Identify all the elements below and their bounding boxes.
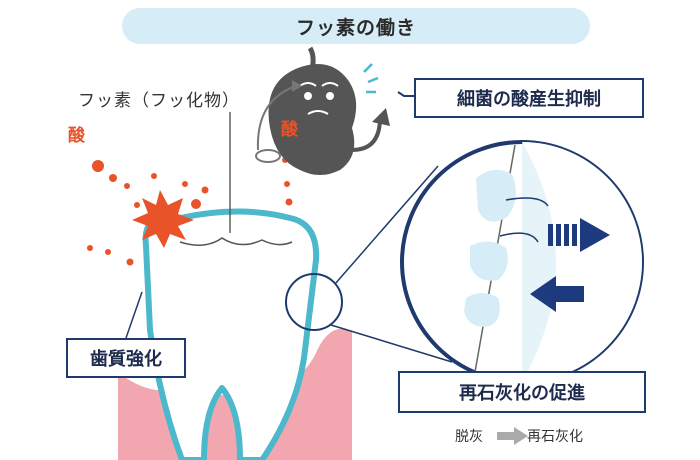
page-title: フッ素の働き	[295, 16, 416, 39]
legend-arrow-icon	[497, 427, 528, 445]
tooth-fissure	[179, 237, 293, 246]
stress-lines-icon	[363, 63, 379, 94]
legend-demineralization: 脱灰	[455, 429, 483, 445]
acid-splash-icon	[87, 160, 209, 266]
acid-drops	[282, 157, 293, 206]
label-acid-suppress-text: 細菌の酸産生抑制	[457, 89, 601, 110]
label-remineralization: 再石灰化の促進	[398, 371, 646, 413]
zoom-lens-inner	[522, 142, 642, 382]
label-enamel-text: 歯質強化	[90, 349, 162, 370]
remineralization-arrow	[530, 276, 584, 312]
zoom-line-top	[334, 165, 439, 285]
zoom-line-bottom	[330, 324, 453, 363]
enamel-label-connector	[125, 291, 143, 339]
demineralization-arrow	[548, 218, 610, 252]
legend-arrow-spacer	[489, 429, 521, 443]
label-enamel-strengthening: 歯質強化	[66, 338, 186, 378]
bacteria-character-icon	[268, 46, 390, 175]
enamel-crystal	[464, 169, 516, 327]
label-remineralization-text: 再石灰化の促進	[459, 383, 585, 404]
legend: 脱灰 再石灰化	[455, 426, 583, 446]
acid-suppress-connector	[397, 91, 414, 97]
acid-label-right: 酸	[281, 120, 298, 140]
demineralization-flow	[499, 197, 549, 243]
label-acid-suppress: 細菌の酸産生抑制	[414, 78, 644, 118]
acid-label-left: 酸	[68, 126, 85, 146]
circular-arrow-icon	[255, 80, 302, 163]
fluoride-label: フッ素（フッ化物）	[78, 91, 240, 111]
legend-remineralization: 再石灰化	[527, 429, 583, 445]
title-banner: フッ素の働き	[122, 8, 590, 44]
zoom-source-circle	[285, 273, 343, 331]
